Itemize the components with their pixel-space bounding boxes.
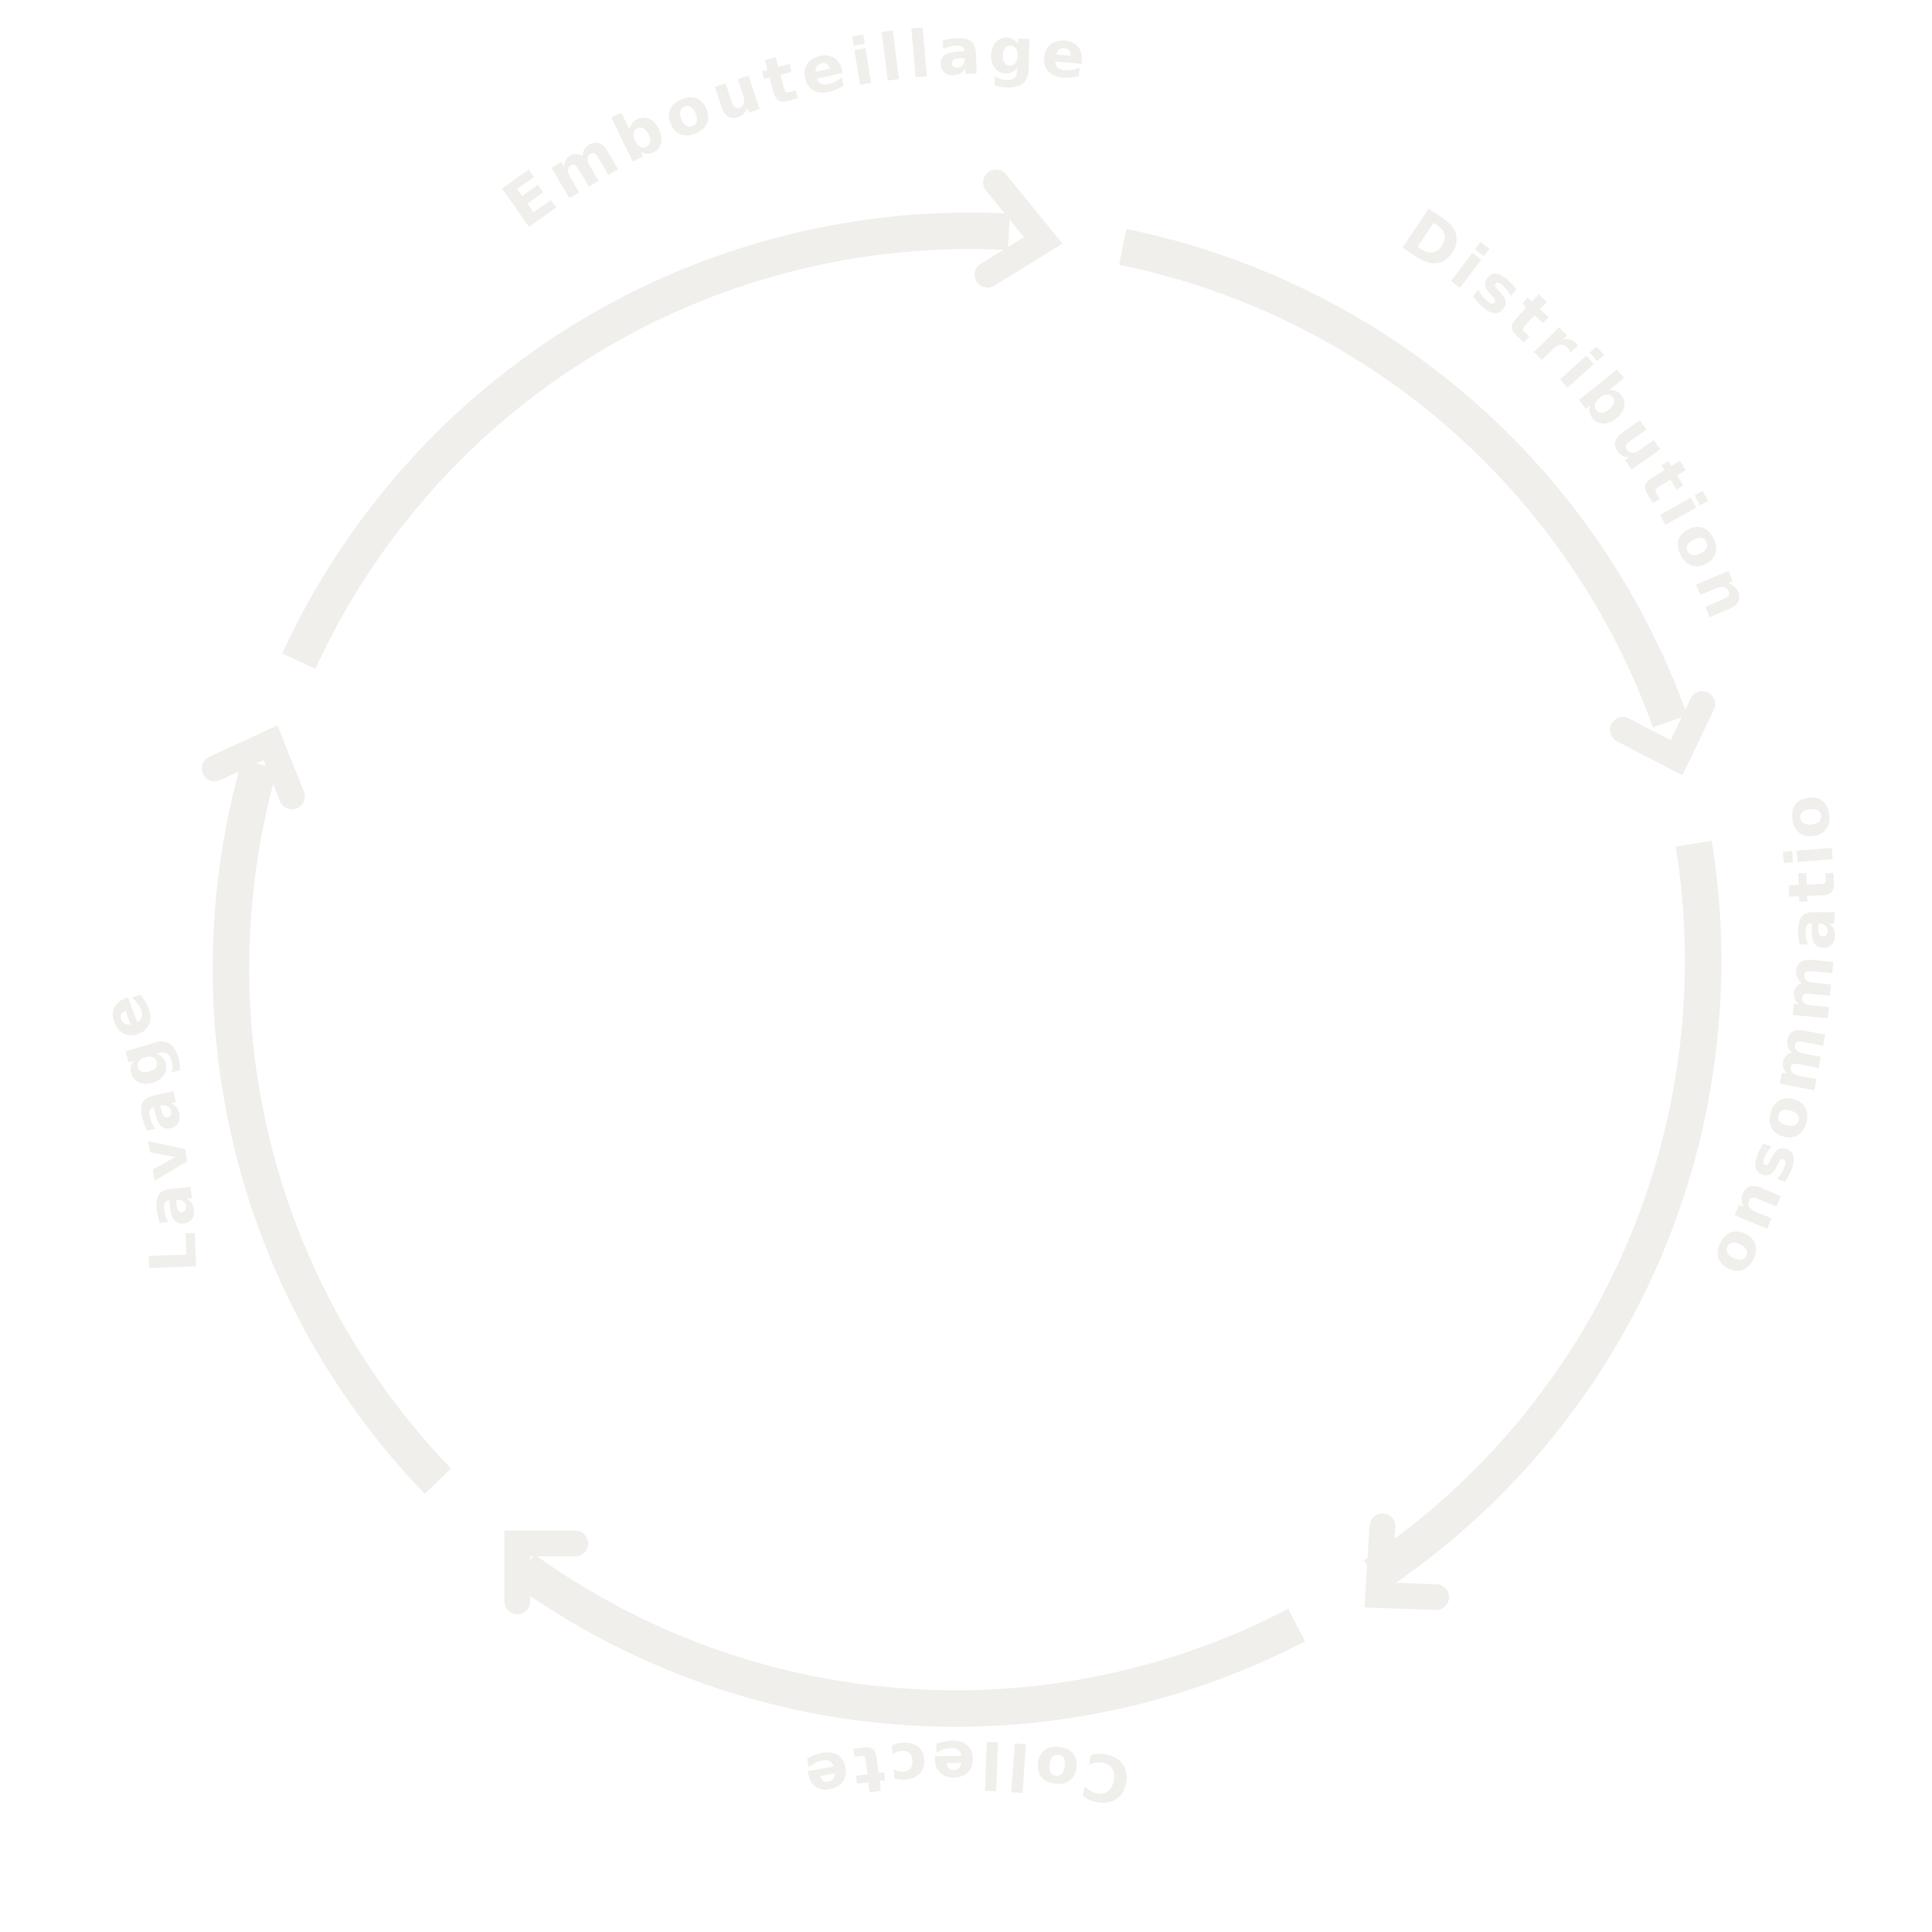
cycle-arrows bbox=[202, 170, 1722, 1727]
arrowhead-embouteillage bbox=[975, 170, 1063, 288]
stage-labels: Embouteillage Distribution Consommation … bbox=[0, 0, 1844, 1819]
stage-label-lavage: Lavage bbox=[83, 978, 212, 1274]
stage-label-text: Collecte bbox=[793, 1726, 1131, 1819]
stage-label-consommation: Consommation bbox=[0, 0, 1844, 1286]
arrow-consommation bbox=[1364, 841, 1722, 1591]
arrowhead-consommation bbox=[1364, 1513, 1449, 1610]
stage-label-text: Consommation bbox=[0, 0, 1844, 1286]
arrow-lavage bbox=[213, 759, 451, 1494]
arrowhead-lavage bbox=[202, 725, 305, 809]
arrow-embouteillage bbox=[282, 213, 1010, 669]
arrow-collecte bbox=[513, 1554, 1305, 1727]
arrowhead-collecte bbox=[504, 1531, 588, 1614]
arrowhead-distribution bbox=[1610, 691, 1715, 775]
stage-label-collecte: Collecte bbox=[793, 1726, 1137, 1819]
stage-label-text: Lavage bbox=[83, 978, 206, 1274]
arrow-distribution bbox=[1119, 229, 1688, 728]
